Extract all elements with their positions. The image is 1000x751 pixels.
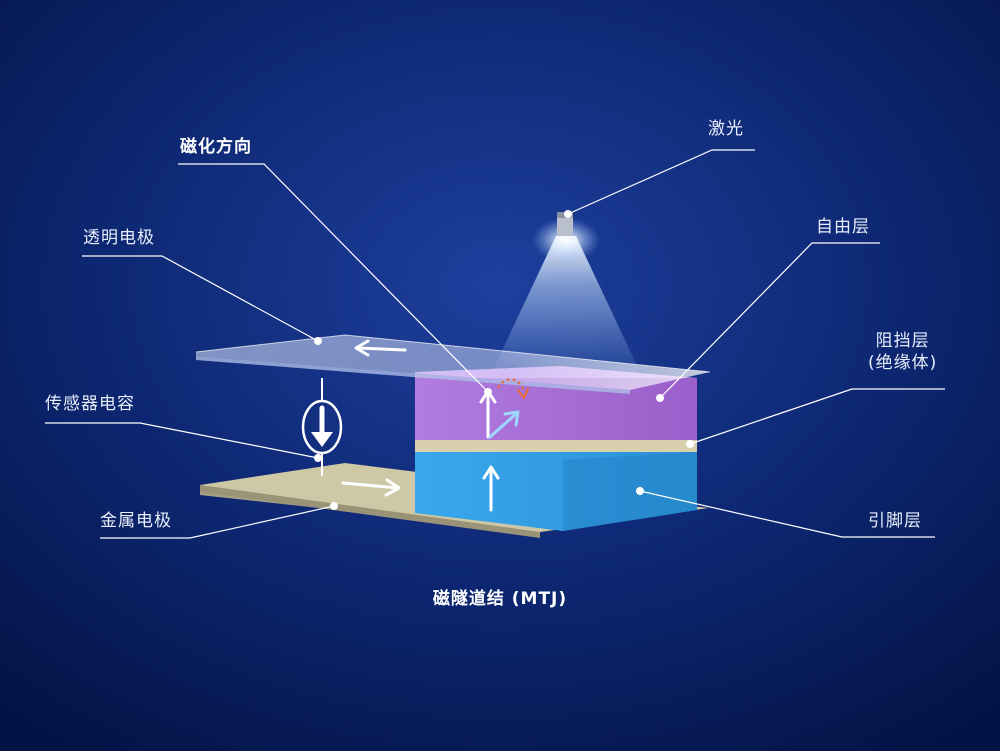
leader-transparent-electrode (82, 255, 319, 342)
leader-dots (314, 210, 694, 510)
label-free-layer: 自由层 (816, 217, 870, 237)
leader-laser (567, 149, 755, 215)
pinned-layer-up-arrow-icon (482, 465, 500, 512)
leader-metal-electrode (100, 505, 335, 539)
label-metal-electrode: 金属电极 (100, 511, 172, 531)
leader-magnetization (178, 163, 489, 393)
leader-barrier-layer (689, 388, 945, 445)
label-sensor-capacitor: 传感器电容 (45, 394, 135, 414)
label-laser: 激光 (708, 119, 744, 139)
electrode-arrow-left-icon (354, 339, 407, 357)
electrode-arrow-right-icon (341, 478, 401, 497)
label-pinned-layer: 引脚层 (868, 511, 922, 531)
transparent-electrode-plate (195, 334, 711, 394)
leader-pinned-layer (639, 490, 935, 538)
rotation-arrow-icon (497, 378, 529, 399)
label-transparent-electrode: 透明电极 (83, 228, 155, 248)
barrier-layer-block (415, 440, 697, 452)
leader-free-layer (659, 242, 880, 399)
sensor-capacitor-icon (301, 378, 343, 476)
leader-lines (45, 149, 945, 539)
label-barrier-layer: 阻挡层 (绝缘体) (868, 331, 938, 373)
pinned-layer-block (415, 452, 697, 531)
free-layer-tilted-arrow-icon (488, 410, 520, 439)
diagram-caption: 磁隧道结 (MTJ) (432, 589, 568, 609)
label-magnetization-direction: 磁化方向 (180, 137, 252, 157)
leader-sensor-capacitor (45, 422, 319, 459)
laser-beam (492, 218, 640, 372)
